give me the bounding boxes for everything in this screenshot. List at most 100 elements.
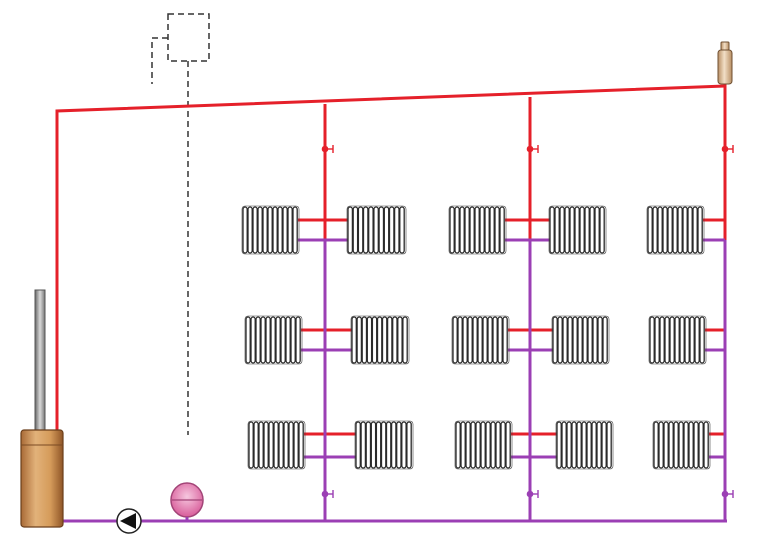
radiator-section [268,421,274,469]
radiator-section [602,316,608,364]
radiator-section [252,206,258,254]
radiator-section [554,206,560,254]
radiator-section [505,421,511,469]
radiator [451,315,510,365]
radiator [454,420,513,470]
radiator-section [292,206,298,254]
radiator-section [380,421,387,469]
valve-body [721,490,729,498]
radiator-section [495,421,501,469]
radiator-section [556,421,562,469]
radiator-section [262,206,268,254]
radiator-outline [648,315,707,365]
radiators [241,205,711,470]
radiator-section [694,316,700,364]
radiator-section [401,421,407,469]
radiator-section [697,206,703,254]
radiator-section [248,421,254,469]
radiator [548,205,607,255]
radiator-section [654,316,660,364]
radiator-section [552,316,558,364]
radiator-section [662,206,668,254]
radiator-section [460,421,466,469]
radiator-section [683,421,689,469]
radiator-section [260,316,266,364]
radiator [244,315,303,365]
radiator-section [479,206,485,254]
radiator-section [586,421,592,469]
radiator [247,420,306,470]
radiator-section [273,421,279,469]
radiator [354,420,414,470]
radiator-outline [454,420,513,470]
air-vent-icon [717,41,733,85]
radiator-section [287,206,293,254]
radiator-section [582,316,588,364]
radiator-section [459,206,465,254]
radiator-section [693,421,699,469]
radiator-section [472,316,478,364]
radiator-section [682,206,688,254]
valve-icon [526,145,539,153]
radiator-section [664,316,670,364]
radiator-section [567,316,573,364]
radiator-section [475,421,481,469]
radiator-section [703,421,709,469]
radiator-section [280,316,286,364]
radiator-section [594,206,600,254]
radiator-section [357,206,364,254]
valve-icon [526,490,539,498]
radiator-section [263,421,269,469]
radiator-section [494,206,500,254]
radiator-section [283,421,289,469]
radiator-outline [646,205,705,255]
expansion-tank-icon [170,482,204,521]
radiator-section [356,316,363,364]
radiator-section [599,206,605,254]
radiator-section [257,206,263,254]
valve-icon [321,490,334,498]
radiator-outline [354,420,414,470]
radiator-section [678,421,684,469]
radiator [555,420,614,470]
radiator-section [581,421,587,469]
radiator-section [490,421,496,469]
radiator-section [371,316,378,364]
valve-body [526,490,534,498]
radiator-outline [350,315,410,365]
radiator-section [452,316,458,364]
radiator [346,205,407,255]
radiator-section [659,316,665,364]
radiator-section [449,206,455,254]
radiator-section [597,316,603,364]
radiator-section [267,206,273,254]
radiator-section [250,316,256,364]
open-vessel-dashed-icon [151,13,210,435]
radiator-section [464,206,470,254]
radiator-section [569,206,575,254]
radiator-section [376,316,383,364]
radiator-section [592,316,598,364]
radiator-section [557,316,563,364]
valve-icon [321,145,334,153]
radiator-outline [551,315,610,365]
radiator-outline [346,205,407,255]
radiator-section [687,206,693,254]
radiator-section [606,421,612,469]
radiator-section [247,206,253,254]
radiator-section [467,316,473,364]
boiler-icon [20,289,64,528]
radiator-outline [652,420,711,470]
radiator-section [402,316,408,364]
radiator-section [361,316,368,364]
supply-main [55,84,726,430]
valve-icon [721,490,734,498]
radiator-section [362,206,369,254]
radiator-section [591,421,597,469]
radiator-section [482,316,488,364]
radiator-section [455,421,461,469]
radiator-section [564,206,570,254]
radiator-section [288,421,294,469]
radiator-section [492,316,498,364]
